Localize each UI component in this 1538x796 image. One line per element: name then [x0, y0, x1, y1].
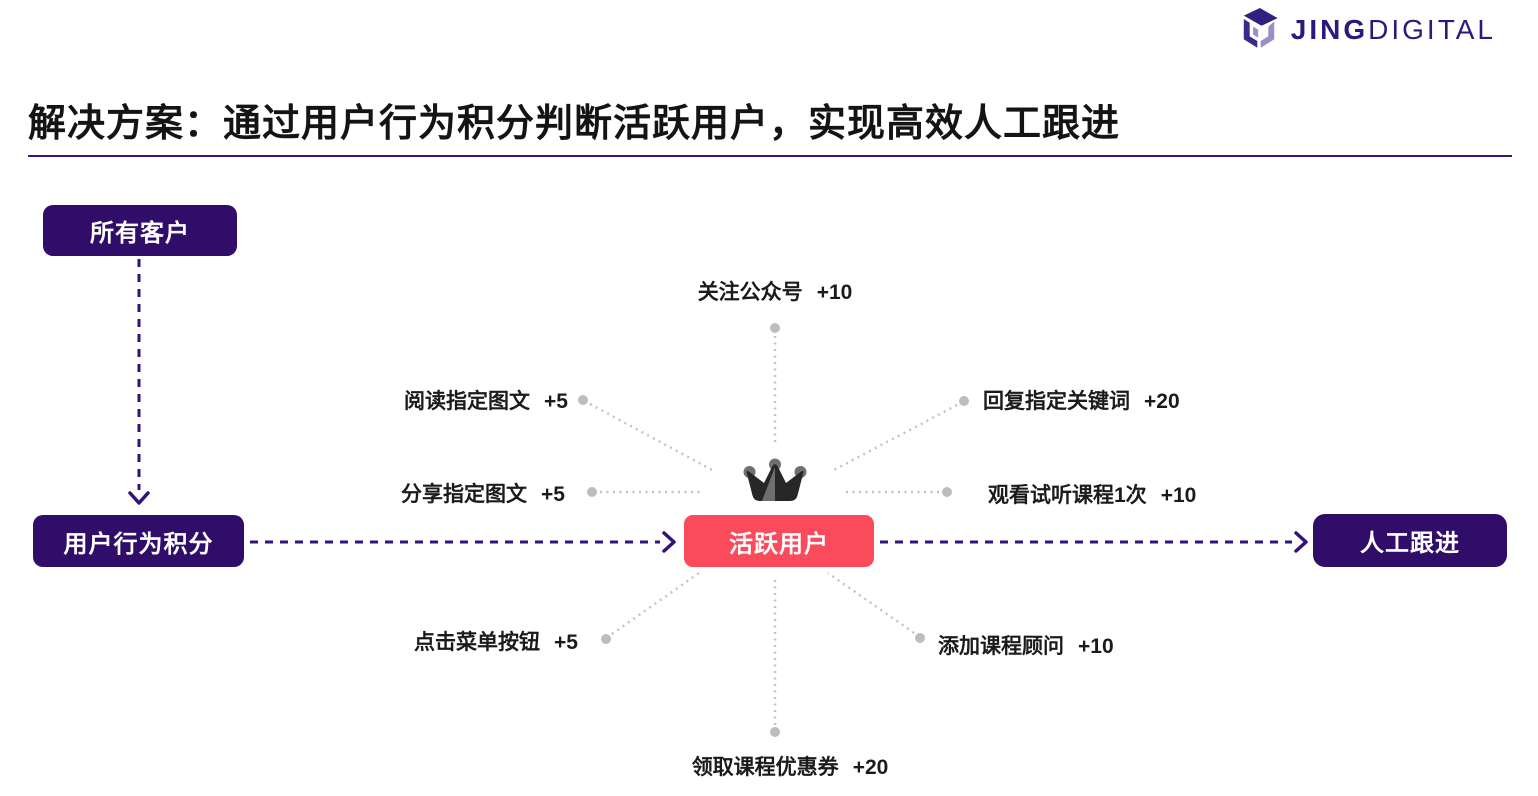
connector-follow-official-account	[770, 323, 780, 446]
connector-watch-trial-course	[842, 487, 952, 497]
behavior-label: 点击菜单按钮	[414, 631, 541, 654]
behavior-label: 领取课程优惠券	[691, 756, 839, 779]
node-all-customers: 所有客户	[43, 205, 237, 256]
node-label: 所有客户	[90, 220, 190, 247]
behavior-label: 分享指定图文	[401, 483, 528, 506]
title-divider	[28, 155, 1512, 157]
behavior-points-value: +20	[1144, 390, 1180, 413]
node-label: 人工跟进	[1360, 530, 1460, 557]
connector-add-course-consultant	[827, 571, 925, 643]
crown-icon	[743, 458, 807, 501]
behavior-share-specified-article: 分享指定图文 +5	[401, 478, 565, 508]
connector-reply-specified-keyword	[831, 396, 969, 473]
behavior-label: 阅读指定图文	[404, 390, 531, 413]
behavior-reply-specified-keyword: 回复指定关键词 +20	[983, 385, 1180, 415]
node-label: 用户行为积分	[63, 530, 214, 558]
page-title: 解决方案：通过用户行为积分判断活跃用户，实现高效人工跟进	[28, 103, 1121, 145]
connector-claim-course-coupon	[770, 577, 780, 737]
behavior-points-value: +10	[1078, 635, 1114, 658]
connector-read-specified-article	[578, 395, 715, 473]
jingdigital-logo: JINGDIGITAL	[1237, 8, 1496, 52]
logo-text-digital: DIGITAL	[1368, 14, 1496, 45]
behavior-claim-course-coupon: 领取课程优惠券 +20	[692, 751, 889, 781]
connector-share-specified-article	[587, 487, 703, 497]
arrow-behavior-points-to-active-users	[250, 531, 676, 553]
behavior-click-menu-button: 点击菜单按钮 +5	[414, 626, 578, 656]
arrow-active-users-to-manual-followup	[880, 531, 1308, 553]
behavior-read-specified-article: 阅读指定图文 +5	[404, 385, 568, 415]
behavior-points-value: +5	[541, 483, 565, 506]
behavior-label: 关注公众号	[697, 281, 803, 304]
node-behavior-points: 用户行为积分	[33, 515, 244, 567]
behavior-points-value: +5	[554, 631, 578, 654]
behavior-points-value: +5	[544, 390, 568, 413]
behavior-add-course-consultant: 添加课程顾问 +10	[938, 630, 1114, 660]
behavior-watch-trial-course: 观看试听课程1次 +10	[988, 479, 1196, 509]
logo-text-jing: JING	[1290, 14, 1369, 45]
jingdigital-logo-icon	[1243, 8, 1278, 48]
node-active-users: 活跃用户	[684, 515, 874, 567]
connector-click-menu-button	[601, 571, 700, 644]
behavior-label: 观看试听课程1次	[988, 484, 1147, 507]
behavior-points-value: +20	[852, 756, 889, 779]
node-label: 活跃用户	[729, 530, 829, 558]
behavior-points-value: +10	[816, 281, 853, 304]
behavior-label: 回复指定关键词	[983, 390, 1130, 413]
behavior-label: 添加课程顾问	[938, 635, 1064, 658]
behavior-points-value: +10	[1160, 484, 1197, 507]
node-manual-followup: 人工跟进	[1313, 514, 1507, 567]
arrow-all-customers-to-behavior-points	[128, 259, 150, 505]
jingdigital-logo-text: JINGDIGITAL	[1291, 14, 1496, 46]
behavior-follow-official-account: 关注公众号 +10	[698, 276, 853, 306]
